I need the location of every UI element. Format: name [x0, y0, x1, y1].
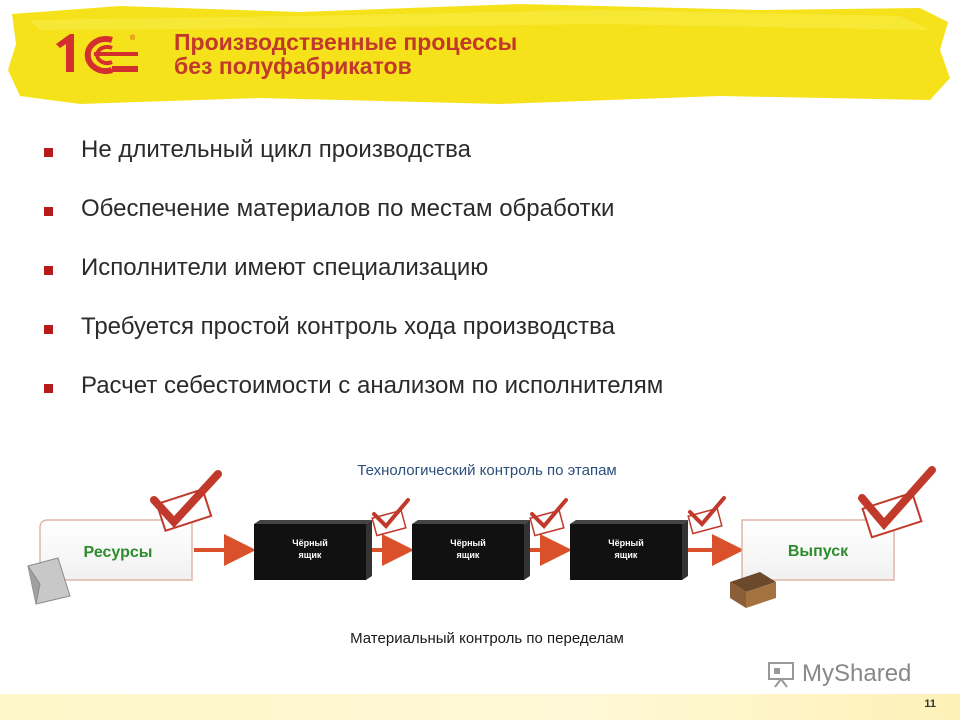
bullet-item: Исполнители имеют специализацию [44, 252, 663, 311]
resources-label: Ресурсы [84, 544, 153, 561]
process-diagram: Ресурсы Чёрный ящик Чёрный ящик [27, 466, 936, 608]
small-checkmark-icon [529, 498, 568, 537]
svg-text:ящик: ящик [615, 550, 638, 560]
title-line-1: Производственные процессы [174, 29, 518, 55]
1c-logo: ® [56, 34, 138, 74]
svg-text:Чёрный: Чёрный [450, 538, 485, 548]
tech-control-label: Технологический контроль по этапам [357, 462, 617, 479]
checkmark-icon [150, 470, 222, 532]
svg-text:Чёрный: Чёрный [292, 538, 327, 548]
header-banner [8, 4, 950, 104]
document-sheet-icon [27, 557, 71, 605]
title-line-2: без полуфабрикатов [174, 53, 412, 79]
svg-text:®: ® [130, 34, 136, 42]
svg-text:ящик: ящик [299, 550, 322, 560]
bullet-item: Расчет себестоимости с анализом по испол… [44, 370, 663, 429]
bullet-item: Не длительный цикл производства [44, 134, 663, 193]
svg-text:Чёрный: Чёрный [608, 538, 643, 548]
bullet-item: Обеспечение материалов по местам обработ… [44, 193, 663, 252]
small-checkmark-icon [371, 498, 410, 537]
bullet-square-icon [44, 148, 53, 157]
material-control-label: Материальный контроль по переделам [350, 630, 624, 647]
black-box: Чёрный ящик [570, 520, 688, 580]
bullet-list: Не длительный цикл производства Обеспече… [44, 134, 663, 429]
svg-text:ящик: ящик [457, 550, 480, 560]
page-title: Производственные процессы без полуфабрик… [174, 30, 517, 78]
output-label: Выпуск [788, 543, 849, 560]
resources-box: Ресурсы [39, 519, 193, 581]
watermark-text: MyShared [802, 660, 912, 687]
footer-strip [0, 694, 960, 720]
bullet-square-icon [44, 325, 53, 334]
bullet-square-icon [44, 384, 53, 393]
bullet-item: Требуется простой контроль хода производ… [44, 311, 663, 370]
checkmark-icon [858, 466, 936, 539]
black-box: Чёрный ящик [412, 520, 530, 580]
black-box: Чёрный ящик [254, 520, 372, 580]
presentation-board-icon [768, 662, 794, 688]
page-number: 11 [924, 698, 936, 710]
small-checkmark-icon [687, 496, 726, 535]
wooden-box-icon [730, 572, 776, 608]
bullet-square-icon [44, 207, 53, 216]
watermark: MyShared [766, 656, 936, 692]
bullet-square-icon [44, 266, 53, 275]
